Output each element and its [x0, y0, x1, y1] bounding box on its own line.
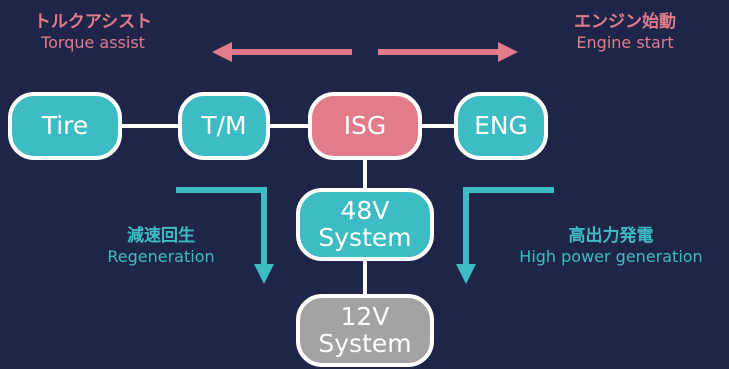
eng-label: ENG — [474, 110, 528, 140]
tire-node: Tire — [8, 92, 122, 160]
tm-label: T/M — [201, 110, 247, 140]
torque-assist-arrow-head — [212, 42, 232, 62]
high-power-jp: 高出力発電 — [568, 226, 654, 246]
isg-label: ISG — [343, 110, 387, 140]
high-power-arrow-line — [463, 187, 554, 270]
high-power-label: 高出力発電 High power generation — [496, 226, 726, 267]
eng-node: ENG — [454, 92, 548, 160]
engine-start-arrow-head — [498, 42, 518, 62]
engine-start-jp: エンジン始動 — [574, 12, 676, 32]
engine-start-en: Engine start — [576, 33, 674, 53]
12v-label-line2: System — [318, 328, 412, 358]
48v-label-line2: System — [318, 222, 412, 252]
regeneration-en: Regeneration — [107, 247, 215, 267]
48v-system-node: 48V System — [296, 188, 434, 261]
regeneration-arrow-head — [254, 264, 274, 284]
torque-assist-jp: トルクアシスト — [33, 12, 153, 32]
tire-label: Tire — [41, 110, 89, 140]
torque-assist-en: Torque assist — [41, 33, 145, 53]
isg-node: ISG — [308, 92, 422, 160]
12v-label-line1: 12V — [340, 302, 390, 332]
high-power-en: High power generation — [519, 247, 703, 267]
engine-start-label: エンジン始動 Engine start — [540, 12, 710, 53]
tm-node: T/M — [178, 92, 270, 160]
regeneration-jp: 減速回生 — [127, 226, 195, 246]
high-power-arrow-head — [456, 264, 476, 284]
12v-system-node: 12V System — [296, 294, 434, 367]
regeneration-arrow-line — [176, 187, 267, 270]
48v-label-line1: 48V — [340, 196, 390, 226]
torque-assist-label: トルクアシスト Torque assist — [18, 12, 168, 53]
regeneration-label: 減速回生 Regeneration — [86, 226, 236, 267]
